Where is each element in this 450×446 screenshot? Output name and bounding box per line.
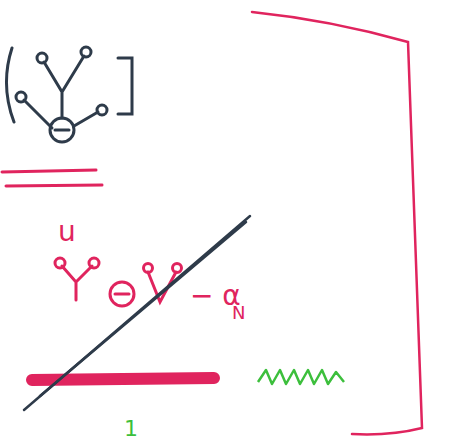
vertex-circle bbox=[50, 118, 74, 142]
leg-end bbox=[81, 47, 91, 57]
leg-end bbox=[144, 264, 153, 273]
open-bracket bbox=[6, 48, 14, 122]
wavy-line bbox=[258, 370, 344, 384]
vertex-diagram bbox=[55, 258, 182, 306]
double-underline bbox=[2, 170, 102, 186]
index-letter: u bbox=[58, 218, 76, 246]
leg-end bbox=[37, 53, 47, 63]
strike-lines bbox=[24, 216, 250, 410]
bracket bbox=[252, 12, 422, 434]
leg-end bbox=[97, 105, 107, 115]
minus-sign bbox=[55, 129, 69, 132]
leg-end bbox=[173, 264, 182, 273]
subscript: N bbox=[232, 304, 245, 322]
vertex-circle bbox=[110, 282, 134, 306]
vertex-diagram bbox=[6, 47, 132, 142]
close-bracket bbox=[118, 58, 132, 114]
count-number: 1 bbox=[124, 418, 138, 440]
leg-end bbox=[55, 258, 65, 268]
tree-legs bbox=[62, 266, 92, 300]
v-legs bbox=[148, 272, 176, 302]
leg-end bbox=[16, 92, 26, 102]
minus-sign bbox=[115, 293, 129, 296]
leg-end bbox=[89, 258, 99, 268]
